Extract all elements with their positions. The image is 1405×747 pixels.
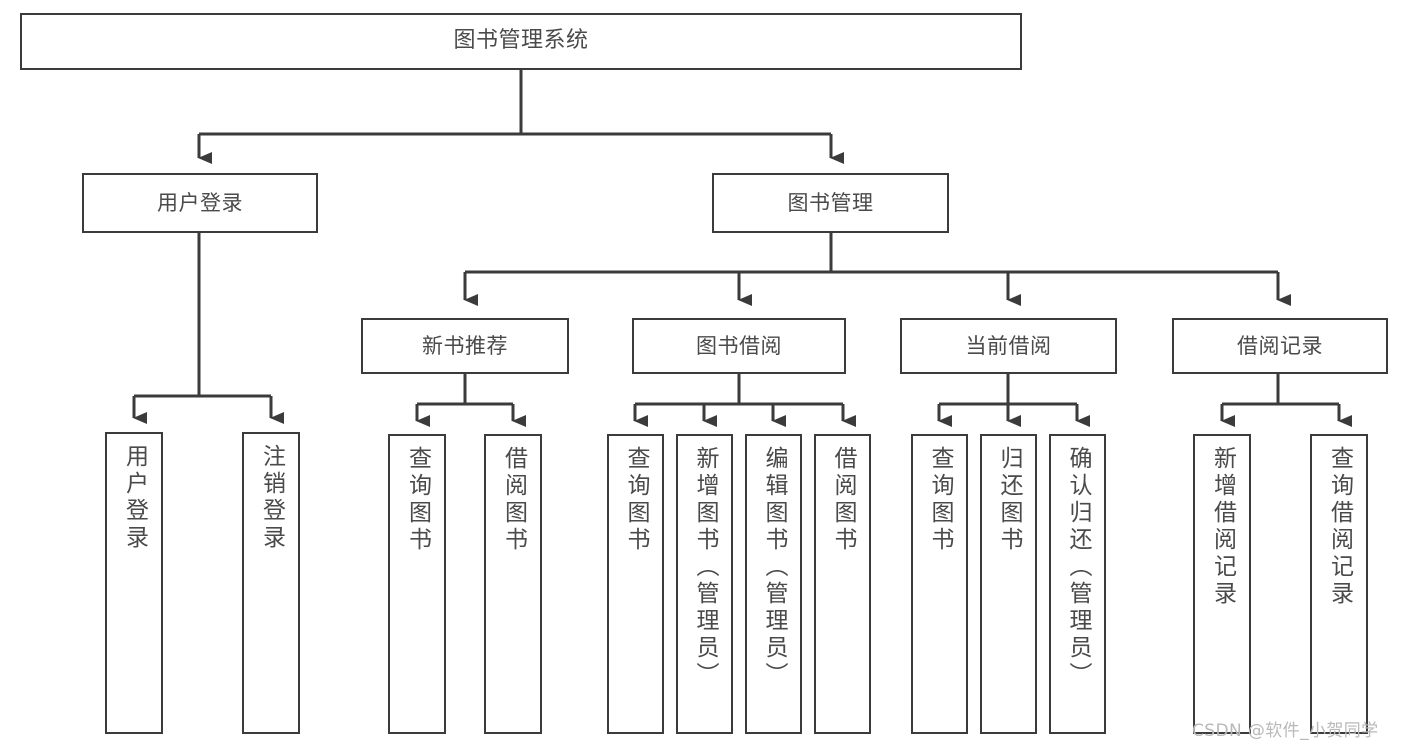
- leaf-newbook-query-book[interactable]: 查询图书: [388, 434, 446, 734]
- leaf-borrow-query-book[interactable]: 查询图书: [607, 434, 664, 734]
- leaf-record-query-label: 查询借阅记录: [1326, 446, 1353, 608]
- leaf-current-confirm-return[interactable]: 确认归还（管理员）: [1049, 434, 1106, 734]
- node-book-management-label: 图书管理: [787, 190, 874, 215]
- leaf-user-login-label: 用户登录: [121, 444, 148, 552]
- leaf-borrow-borrow-book-label: 借阅图书: [830, 446, 856, 554]
- node-root-label: 图书管理系统: [453, 28, 589, 54]
- node-current-borrow[interactable]: 当前借阅: [900, 318, 1117, 374]
- node-borrow-record-label: 借阅记录: [1237, 333, 1323, 358]
- node-user-login[interactable]: 用户登录: [82, 173, 318, 233]
- leaf-borrow-query-book-label: 查询图书: [623, 446, 649, 554]
- node-current-borrow-label: 当前借阅: [965, 333, 1052, 358]
- node-new-book-recommend[interactable]: 新书推荐: [361, 318, 569, 374]
- csdn-watermark: CSDN @软件_小贺同学: [1192, 721, 1379, 741]
- leaf-record-add-label: 新增借阅记录: [1209, 446, 1236, 608]
- leaf-borrow-add-book[interactable]: 新增图书（管理员）: [676, 434, 733, 734]
- leaf-logout[interactable]: 注销登录: [242, 432, 300, 734]
- leaf-current-return-book[interactable]: 归还图书: [980, 434, 1037, 734]
- leaf-borrow-add-book-label: 新增图书（管理员）: [692, 446, 718, 689]
- leaf-newbook-borrow-book-label: 借阅图书: [500, 446, 527, 554]
- leaf-record-query[interactable]: 查询借阅记录: [1310, 434, 1368, 734]
- node-new-book-recommend-label: 新书推荐: [422, 333, 508, 358]
- leaf-borrow-edit-book-label: 编辑图书（管理员）: [761, 446, 787, 689]
- node-user-login-label: 用户登录: [157, 190, 243, 215]
- leaf-record-add[interactable]: 新增借阅记录: [1193, 434, 1251, 734]
- leaf-current-query-book-label: 查询图书: [927, 446, 953, 554]
- leaf-newbook-borrow-book[interactable]: 借阅图书: [484, 434, 542, 734]
- leaf-current-query-book[interactable]: 查询图书: [911, 434, 968, 734]
- leaf-newbook-query-book-label: 查询图书: [404, 446, 431, 554]
- node-book-borrow[interactable]: 图书借阅: [632, 318, 846, 374]
- leaf-user-login[interactable]: 用户登录: [105, 432, 163, 734]
- leaf-borrow-edit-book[interactable]: 编辑图书（管理员）: [745, 434, 802, 734]
- node-root[interactable]: 图书管理系统: [20, 13, 1022, 70]
- node-book-management[interactable]: 图书管理: [712, 173, 949, 233]
- leaf-current-confirm-return-label: 确认归还（管理员）: [1065, 446, 1091, 689]
- leaf-current-return-book-label: 归还图书: [996, 446, 1022, 554]
- leaf-borrow-borrow-book[interactable]: 借阅图书: [814, 434, 871, 734]
- leaf-logout-label: 注销登录: [258, 444, 285, 552]
- node-book-borrow-label: 图书借阅: [696, 333, 782, 358]
- node-borrow-record[interactable]: 借阅记录: [1172, 318, 1388, 374]
